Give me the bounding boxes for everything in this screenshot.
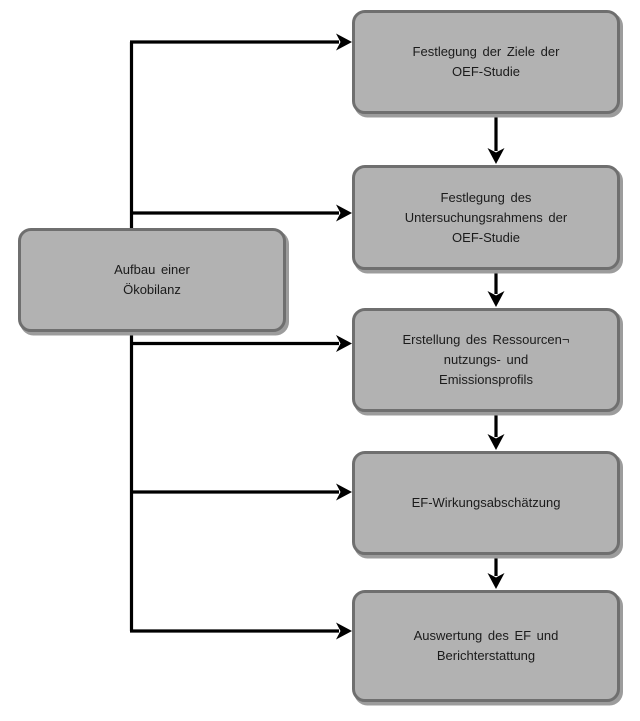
- branch-arrowhead-3: [336, 335, 352, 352]
- node-label: Erstellung des Ressourcen¬ nutzungs- und…: [402, 332, 570, 387]
- node-festlegung-ziele: Festlegung der Ziele der OEF-Studie: [352, 10, 620, 114]
- flow-arrowhead-4: [487, 573, 505, 589]
- node-label: Auswertung des EF und Berichterstattung: [413, 628, 559, 663]
- node-untersuchungsrahmen: Festlegung des Untersuchungsrahmens der …: [352, 165, 620, 270]
- node-ressourcen-emissionsprofil: Erstellung des Ressourcen¬ nutzungs- und…: [352, 308, 620, 412]
- flow-arrowhead-2: [487, 291, 505, 307]
- branch-arrowhead-5: [336, 622, 352, 640]
- node-label: Festlegung der Ziele der OEF-Studie: [412, 44, 560, 79]
- node-label: EF-Wirkungsabschätzung: [411, 495, 561, 510]
- branch-arrowhead-2: [336, 204, 352, 222]
- node-label: Festlegung des Untersuchungsrahmens der …: [404, 189, 568, 245]
- node-auswertung-berichterstattung: Auswertung des EF und Berichterstattung: [352, 590, 620, 702]
- branch-arrowhead-1: [336, 33, 352, 51]
- node-aufbau-einer-oekobilanz: Aufbau einer Ökobilanz: [18, 228, 286, 332]
- node-ef-wirkungsabschaetzung: EF-Wirkungsabschätzung: [352, 451, 620, 555]
- branch-arrowhead-4: [336, 483, 352, 501]
- node-label: Aufbau einer Ökobilanz: [114, 262, 190, 297]
- flow-arrowhead-3: [487, 434, 505, 450]
- flow-arrowhead-1: [487, 148, 505, 164]
